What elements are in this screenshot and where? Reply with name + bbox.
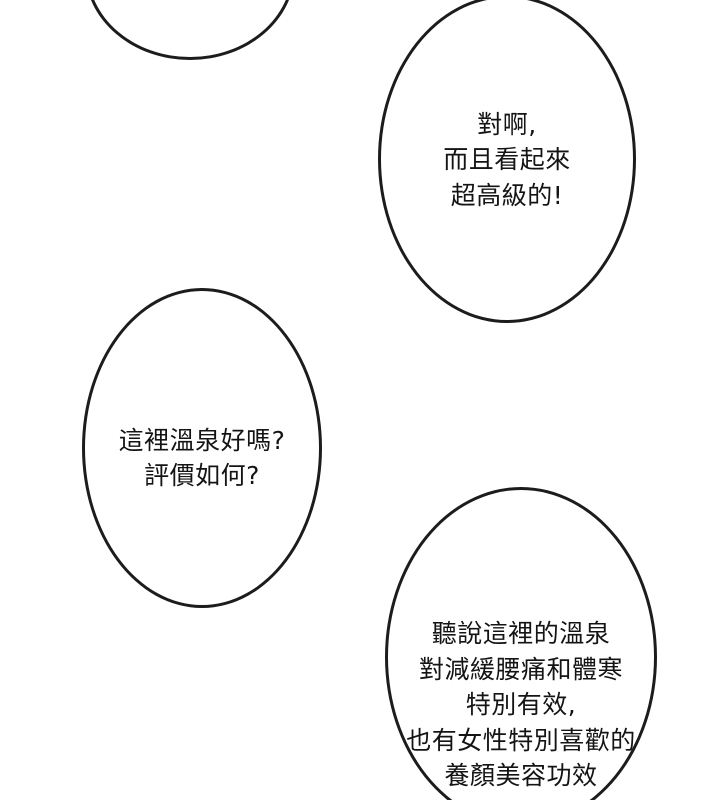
speech-bubble-bottom-right: 聽說這裡的溫泉 對減緩腰痛和體寒 特別有效, 也有女性特別喜歡的 養顏美容功效 <box>385 487 657 800</box>
speech-bubble-bottom-right-text: 聽說這裡的溫泉 對減緩腰痛和體寒 特別有效, 也有女性特別喜歡的 養顏美容功效 <box>406 619 636 791</box>
speech-bubble-top-right: 對啊, 而且看起來 超高級的! <box>378 0 636 323</box>
speech-bubble-top-right-text: 對啊, 而且看起來 超高級的! <box>443 109 571 210</box>
speech-bubble-mid-left-text: 這裡溫泉好嗎? 評價如何? <box>118 425 286 491</box>
speech-bubble-mid-left: 這裡溫泉好嗎? 評價如何? <box>82 288 322 608</box>
speech-bubble-top-left <box>85 0 295 60</box>
